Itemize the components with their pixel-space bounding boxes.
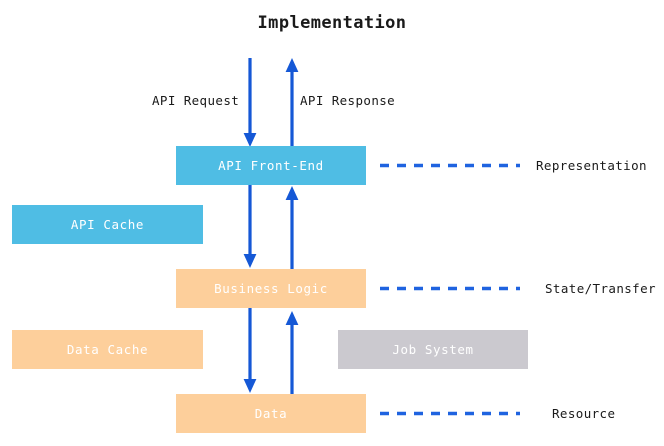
arrow-logic-to-frontend — [285, 186, 299, 269]
node-api-cache[interactable]: API Cache — [12, 205, 203, 244]
layer-label-state-transfer: State/Transfer — [545, 281, 656, 296]
page-title: Implementation — [257, 13, 407, 33]
node-data-cache[interactable]: Data Cache — [12, 330, 203, 369]
node-business-logic[interactable]: Business Logic — [176, 269, 366, 308]
layer-label-resource: Resource — [552, 406, 616, 421]
arrow-logic-to-data — [243, 308, 257, 393]
node-api-front-end[interactable]: API Front-End — [176, 146, 366, 185]
node-data[interactable]: Data — [176, 394, 366, 433]
arrow-response-out — [285, 58, 299, 146]
arrow-request-in — [243, 58, 257, 147]
edge-label-api-request: API Request — [152, 93, 240, 108]
layer-label-representation: Representation — [536, 158, 647, 173]
arrow-frontend-to-logic — [243, 185, 257, 268]
edge-label-api-response: API Response — [300, 93, 396, 108]
arrow-data-to-logic — [285, 311, 299, 394]
node-job-system[interactable]: Job System — [338, 330, 528, 369]
